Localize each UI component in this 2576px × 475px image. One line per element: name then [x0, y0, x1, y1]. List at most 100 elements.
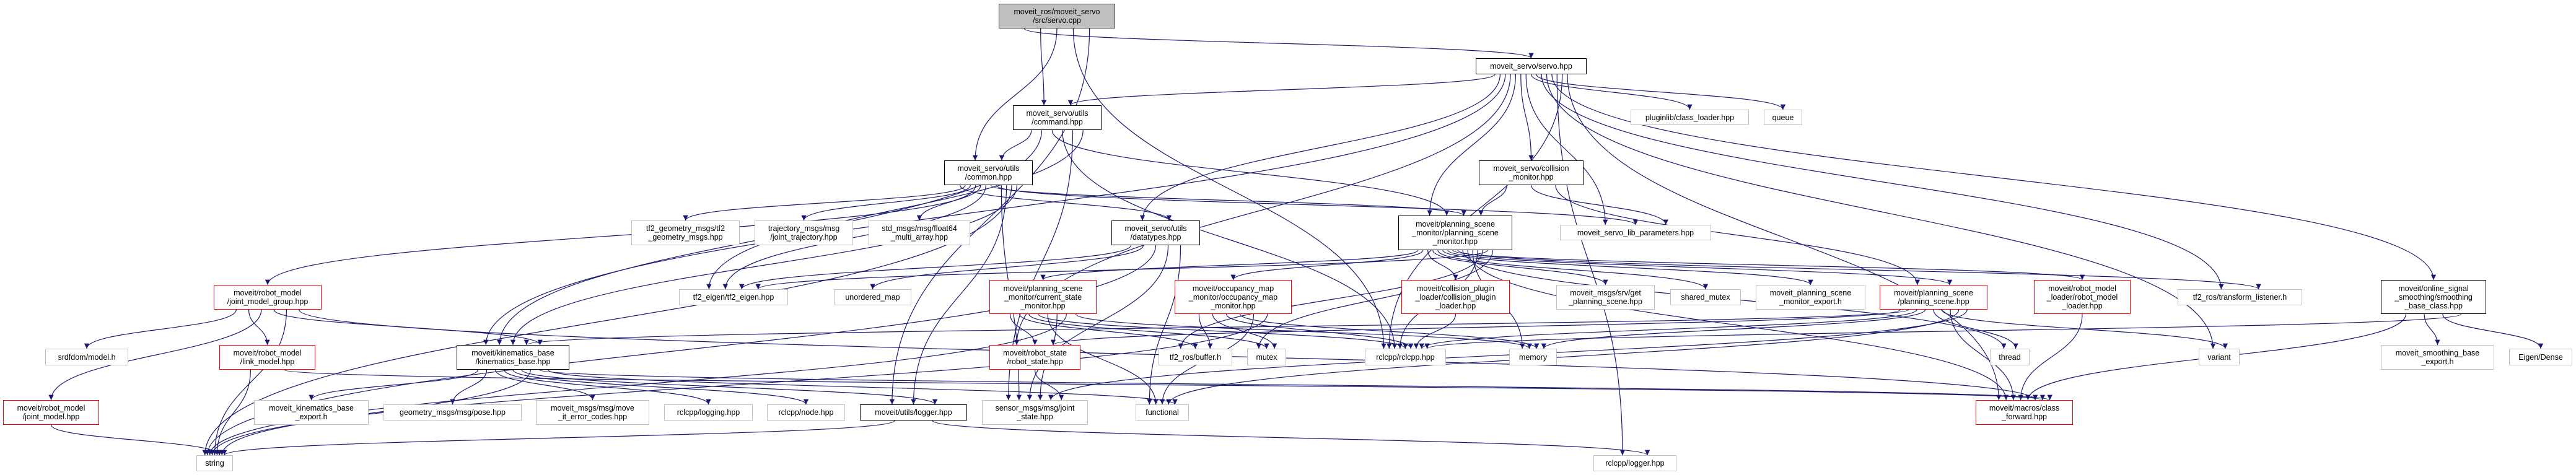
edge-psm-to-cpl [1427, 250, 1458, 281]
node-label-line: Eigen/Dense [2518, 352, 2563, 362]
edge-jmg-to-joint-model [48, 309, 262, 401]
node-robot-state[interactable]: moveit/robot_state/robot_state.hpp [989, 345, 1080, 370]
edge-cpp-to-common [972, 28, 1058, 161]
edge-psm-to-rml [1452, 250, 2085, 281]
edge-common-to-kinematics-base [510, 185, 1017, 346]
node-label-line: thread [1999, 352, 2021, 362]
node-label-line: _monitor.hpp [1211, 301, 1256, 310]
node-functional: functional [1136, 404, 1189, 421]
node-label-line: _it_error_codes.hpp [558, 412, 628, 421]
edge-servo-hpp-to-kinematics-base [483, 74, 1506, 346]
edge-datatypes-to-tf2-eigen [739, 245, 1132, 290]
edge-servo-hpp-to-collision-monitor [1520, 74, 1534, 161]
node-label-line: pluginlib/class_loader.hpp [1645, 113, 1735, 122]
edge-servo-hpp-to-servo-params [1525, 74, 1608, 225]
edge-common-to-logger [911, 185, 1007, 405]
edge-omm-to-string [209, 313, 1268, 456]
node-label-line: /kinematics_base.hpp [475, 357, 551, 366]
node-class-forward[interactable]: moveit/macros/class_forward.hpp [1976, 400, 2073, 425]
node-label-line: moveit/utils/logger.hpp [875, 408, 952, 417]
edge-smoothing-to-rclcpp [1424, 313, 2462, 349]
node-queue: queue [1764, 110, 1802, 125]
edge-kinematics-base-to-logging [504, 369, 711, 405]
node-label-line: rclcpp/logging.hpp [677, 408, 740, 417]
node-label-line: memory [1518, 352, 1548, 362]
edge-planning-scene-to-robot-state [1051, 309, 1901, 346]
node-collision-monitor[interactable]: moveit_servo/collision_monitor.hpp [1479, 160, 1584, 185]
node-trajectory: trajectory_msgs/msg/joint_trajectory.hpp [755, 220, 853, 245]
node-label-line: _loader.hpp [1435, 301, 1476, 310]
node-srdfdom: srdfdom/model.h [45, 349, 128, 365]
edge-planning-scene-to-functional [1166, 309, 1960, 405]
node-smoothing-export: moveit_smoothing_base_export.h [2381, 345, 2494, 370]
edge-smoothing-to-smoothing-export [2424, 313, 2440, 346]
node-label-line: tf2_geometry_msgs/tf2 [646, 224, 725, 233]
node-label-line: rclcpp/node.hpp [778, 408, 834, 417]
node-label-line: _monitor_export.h [1779, 297, 1842, 306]
node-smoothing[interactable]: moveit/online_signal_smoothing/smoothing… [2381, 280, 2486, 314]
node-label-line: /joint_model.hpp [22, 412, 80, 421]
node-link-model[interactable]: moveit/robot_model/link_model.hpp [219, 345, 315, 370]
node-cpl[interactable]: moveit/collision_plugin_loader/collision… [1401, 280, 1510, 314]
node-node: rclcpp/node.hpp [767, 404, 845, 421]
node-label-line: _base_class.hpp [2404, 301, 2463, 310]
node-label-line: /joint_model_group.hpp [227, 297, 309, 306]
node-servo-hpp[interactable]: moveit_servo/servo.hpp [1476, 58, 1587, 74]
node-datatypes[interactable]: moveit_servo/utils/datatypes.hpp [1111, 220, 1200, 245]
edge-datatypes-to-unordered-map [870, 245, 1144, 290]
node-label-line: string [205, 459, 224, 468]
edge-cpp-to-servo-hpp [1023, 28, 1534, 59]
node-psm[interactable]: moveit/planning_scene_monitor/planning_s… [1398, 216, 1512, 250]
node-label-line: _monitor.hpp [1020, 301, 1066, 310]
node-joint-model[interactable]: moveit/robot_model/joint_model.hpp [3, 400, 99, 425]
node-pluginlib: pluginlib/class_loader.hpp [1631, 110, 1749, 125]
edge-psm-to-psm-export [1442, 250, 1813, 285]
node-logging: rclcpp/logging.hpp [664, 404, 753, 421]
node-std-msgs: std_msgs/msg/float64_multi_array.hpp [869, 220, 970, 245]
edge-servo-hpp-to-rclcpp [1387, 74, 1563, 349]
node-common[interactable]: moveit_servo/utils/common.hpp [944, 160, 1033, 185]
edge-common-to-tf2-eigen [722, 185, 986, 290]
node-label-line: _loader/collision_plugin [1415, 292, 1496, 302]
node-label-line: _monitor/current_state [1004, 292, 1082, 302]
node-label-line: _multi_array.hpp [890, 233, 948, 242]
node-thread: thread [1990, 349, 2030, 365]
node-label-line: moveit/kinematics_base [471, 349, 554, 357]
node-label-line: moveit_servo_lib_parameters.hpp [1577, 228, 1694, 237]
edge-servo-hpp-to-tf-listener [1541, 74, 2224, 290]
node-jmg[interactable]: moveit/robot_model/joint_model_group.hpp [214, 285, 322, 310]
node-label-line: rclcpp/logger.hpp [1605, 459, 1665, 468]
node-label-line: _monitor.hpp [1432, 237, 1478, 246]
edge-planning-scene-to-sensor [1048, 309, 1968, 401]
edge-common-to-datatypes [960, 185, 1172, 221]
node-label-line: _monitor.hpp [1509, 173, 1554, 181]
edge-command-to-tf2-eigen [706, 129, 1084, 290]
node-sensor: sensor_msgs/msg/joint_state.hpp [982, 400, 1088, 425]
edge-psm-to-class-forward [1467, 250, 2009, 401]
edge-jmg-to-link-model [248, 309, 270, 346]
node-kinematics-base[interactable]: moveit/kinematics_base/kinematics_base.h… [457, 345, 569, 370]
edge-planning-scene-to-thread [1933, 309, 2018, 349]
edge-common-to-tf2-geometry [683, 185, 966, 221]
node-servo-params: moveit_servo_lib_parameters.hpp [1560, 225, 1711, 240]
node-label-line: /common.hpp [965, 173, 1012, 181]
node-cpp[interactable]: moveit_ros/moveit_servo/src/servo.cpp [999, 4, 1115, 28]
node-label-line: /command.hpp [1032, 118, 1083, 126]
edge-omm-to-rclcpp [1225, 313, 1414, 349]
node-label-line: moveit_ros/moveit_servo [1014, 7, 1100, 16]
node-command[interactable]: moveit_servo/utils/command.hpp [1013, 105, 1102, 130]
edge-csm-to-tf2-buffer [1019, 313, 1198, 349]
edge-jmg-to-srdfdom [84, 309, 237, 349]
edge-kinematics-base-to-kin-export [309, 369, 478, 401]
node-omm[interactable]: moveit/occupancy_map_monitor/occupancy_m… [1175, 280, 1292, 314]
node-label-line: moveit/macros/class [1989, 404, 2060, 412]
node-csm[interactable]: moveit/planning_scene_monitor/current_st… [989, 280, 1097, 314]
edge-cpp-to-logger [889, 28, 1090, 405]
edge-kinematics-base-to-string [219, 369, 531, 456]
node-logger[interactable]: moveit/utils/logger.hpp [860, 404, 967, 421]
node-planning-scene[interactable]: moveit/planning_scene/planning_scene.hpp [1880, 285, 1987, 310]
node-string: string [196, 455, 233, 471]
node-rml[interactable]: moveit/robot_model_loader/robot_model_lo… [2034, 280, 2131, 314]
edge-common-to-jmg [265, 185, 981, 285]
